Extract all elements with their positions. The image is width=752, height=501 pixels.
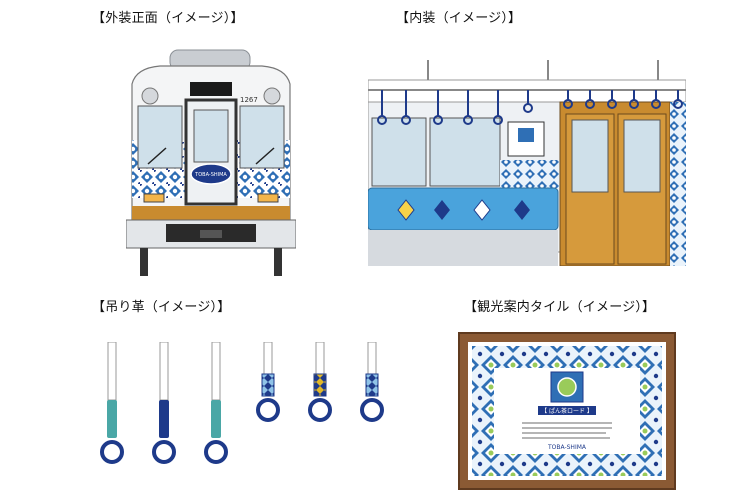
strap-5 [308,342,332,422]
strap-2 [152,342,176,464]
strap-1 [100,342,124,464]
train-emblem [190,163,232,185]
strap-set-illustration [100,342,384,464]
caption-exterior: 【外装正面（イメージ）】 [92,11,244,26]
train-interior-illustration [368,60,686,266]
train-front-illustration: 1267 TOBA-SHIMA [126,49,296,276]
strap-6 [360,342,384,422]
caption-interior: 【内装（イメージ）】 [396,11,522,26]
board-logo: TOBA-SHIMA [547,444,587,451]
car-number: 1267 [240,96,258,104]
strap-4 [256,342,280,422]
train-emblem-text: TOBA-SHIMA [194,172,227,178]
tourist-tile-board: 【 ぱん茶ロード 】 TOBA-SHIMA [458,332,676,490]
board-title: 【 ぱん茶ロード 】 [541,407,593,415]
caption-straps: 【吊り革（イメージ）】 [92,300,231,315]
strap-3 [204,342,228,464]
caption-tile: 【観光案内タイル（イメージ）】 [464,300,656,315]
